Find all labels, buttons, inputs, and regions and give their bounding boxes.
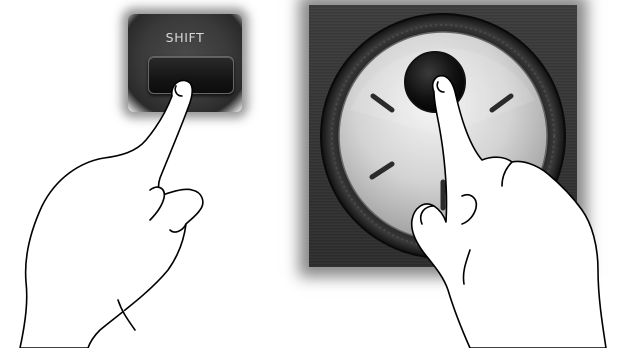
pointing-hand-icon xyxy=(20,80,203,348)
